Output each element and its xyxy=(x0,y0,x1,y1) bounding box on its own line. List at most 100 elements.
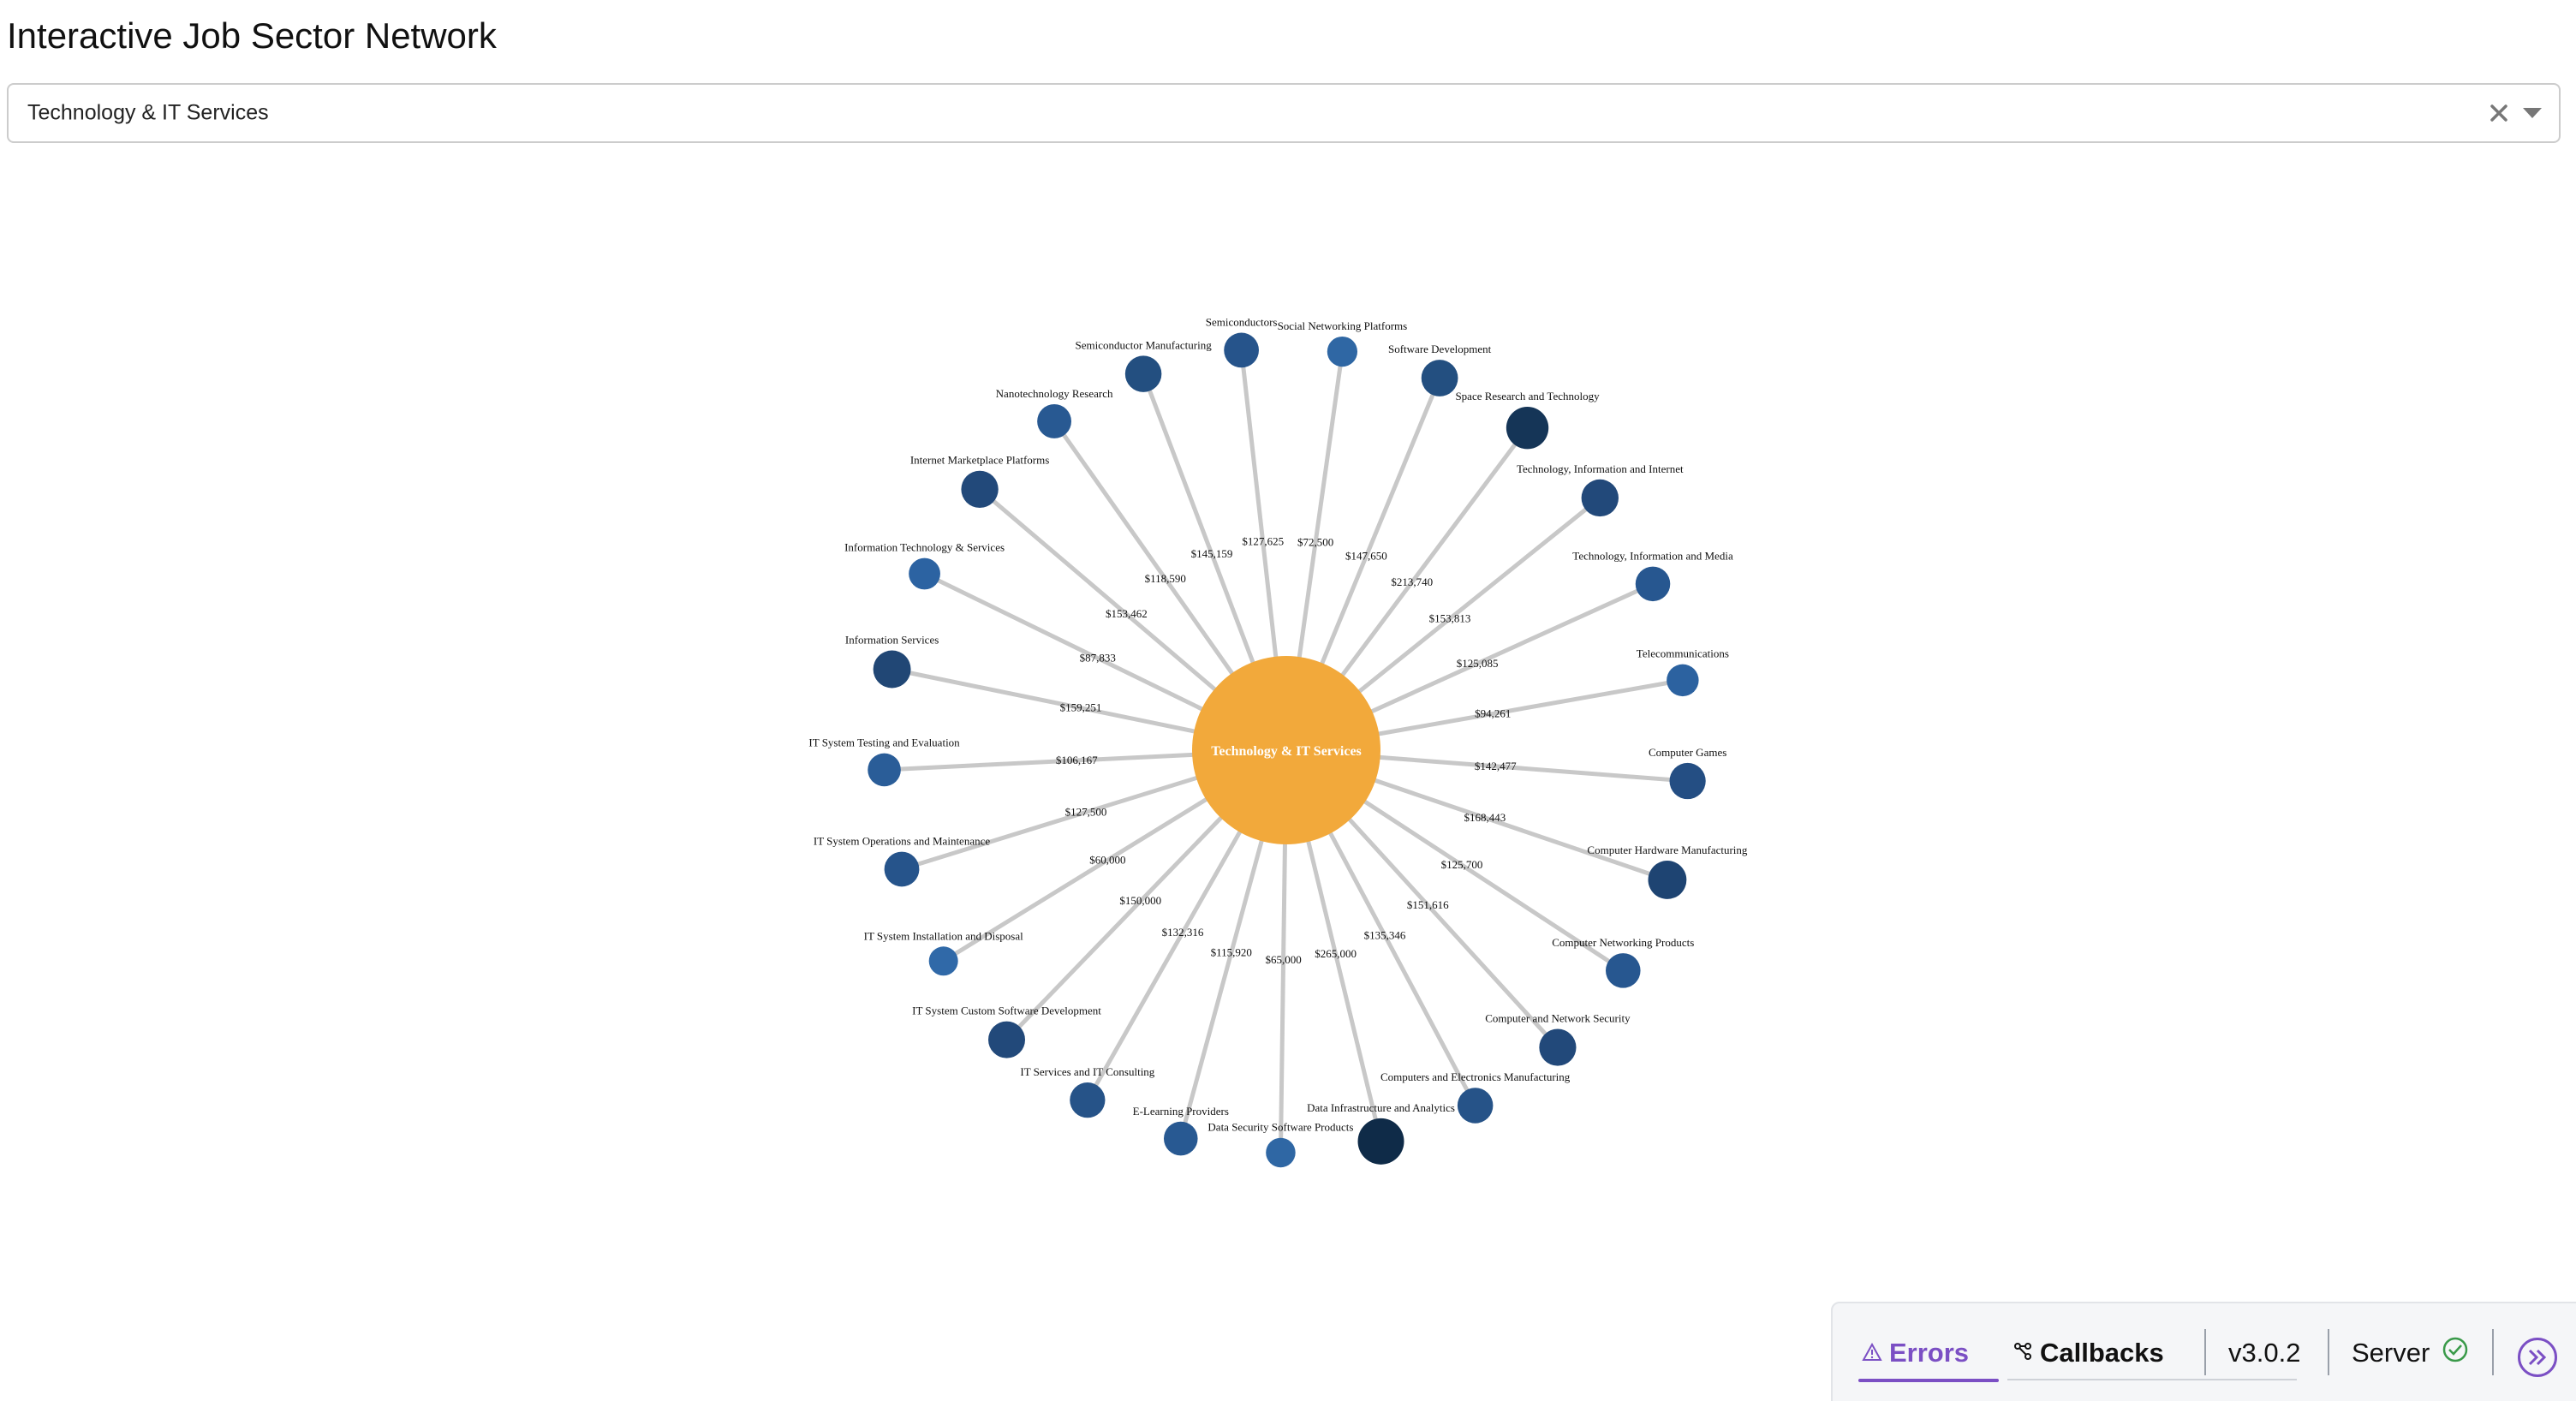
edge-salary-label: $145,159 xyxy=(1191,547,1233,560)
node-label: Space Research and Technology xyxy=(1455,390,1600,402)
callbacks-tab[interactable]: Callbacks xyxy=(2012,1303,2164,1401)
edge-salary-label: $125,700 xyxy=(1441,858,1483,871)
node-label: Computers and Electronics Manufacturing xyxy=(1380,1070,1571,1083)
node-label: IT System Custom Software Development xyxy=(912,1005,1101,1017)
close-icon[interactable] xyxy=(2487,101,2511,125)
node-label: Social Networking Platforms xyxy=(1278,319,1408,332)
version-label: v3.0.2 xyxy=(2228,1338,2301,1368)
node-label: Technology, Information and Media xyxy=(1572,550,1733,563)
edge-salary-label: $150,000 xyxy=(1119,894,1161,907)
edge-salary-label: $118,590 xyxy=(1145,572,1186,585)
double-chevron-right-icon[interactable] xyxy=(2518,1338,2557,1377)
edge-salary-label: $159,251 xyxy=(1060,701,1102,714)
network-node[interactable] xyxy=(1581,479,1619,517)
network-node[interactable] xyxy=(961,470,999,509)
edge-salary-label: $65,000 xyxy=(1265,953,1301,966)
network-node[interactable] xyxy=(909,557,940,590)
errors-tab-underline xyxy=(1858,1379,1999,1382)
network-node[interactable] xyxy=(1506,406,1549,450)
server-label: Server xyxy=(2352,1338,2430,1368)
edge-salary-label: $72,500 xyxy=(1297,535,1333,548)
divider xyxy=(2492,1329,2494,1375)
edge-salary-label: $147,650 xyxy=(1345,549,1387,562)
network-node[interactable] xyxy=(988,1021,1026,1058)
node-label: IT System Operations and Maintenance xyxy=(814,835,990,848)
node-label: Computer and Network Security xyxy=(1485,1011,1631,1024)
edge-salary-label: $127,625 xyxy=(1242,535,1284,548)
network-node[interactable] xyxy=(1648,861,1687,899)
network-node[interactable] xyxy=(884,851,920,887)
edge-salary-label: $60,000 xyxy=(1089,853,1125,866)
network-node[interactable] xyxy=(928,946,958,976)
node-label: IT System Testing and Evaluation xyxy=(808,736,960,749)
node-label: Data Infrastructure and Analytics xyxy=(1307,1101,1455,1114)
network-node[interactable] xyxy=(873,650,911,689)
page-title: Interactive Job Sector Network xyxy=(7,15,497,56)
node-label: Computer Games xyxy=(1649,746,1726,759)
node-label: Semiconductor Manufacturing xyxy=(1075,338,1212,351)
edge-salary-label: $142,477 xyxy=(1475,760,1517,772)
node-label: Nanotechnology Research xyxy=(996,387,1113,400)
edge-salary-label: $135,346 xyxy=(1364,928,1406,941)
network-node[interactable] xyxy=(1539,1028,1577,1066)
errors-label: Errors xyxy=(1889,1338,1970,1368)
network-node[interactable] xyxy=(868,753,901,787)
check-circle-icon xyxy=(2442,1336,2469,1370)
network-node[interactable] xyxy=(1605,953,1641,988)
edge-salary-label: $213,740 xyxy=(1391,575,1433,588)
edge-salary-label: $106,167 xyxy=(1056,754,1098,766)
node-label: Internet Marketplace Platforms xyxy=(910,454,1049,467)
edge-salary-label: $265,000 xyxy=(1315,947,1357,960)
caret-down-icon[interactable] xyxy=(2521,104,2543,122)
node-label: IT Services and IT Consulting xyxy=(1020,1065,1154,1078)
edge-salary-label: $151,616 xyxy=(1407,898,1449,911)
edge-salary-label: $153,813 xyxy=(1429,611,1471,624)
network-node[interactable] xyxy=(1357,1118,1404,1165)
node-label: Software Development xyxy=(1388,343,1492,355)
edge-salary-label: $115,920 xyxy=(1211,945,1252,958)
network-node[interactable] xyxy=(1070,1082,1106,1118)
debug-menu-bar: Errors Callbacks v3.0.2 Server xyxy=(1831,1302,2576,1401)
node-label: Telecommunications xyxy=(1637,647,1729,660)
center-node[interactable] xyxy=(1192,656,1380,844)
node-label: E-Learning Providers xyxy=(1133,1105,1229,1118)
network-node[interactable] xyxy=(1421,360,1458,396)
edge-salary-label: $153,462 xyxy=(1106,607,1148,620)
edge-salary-label: $94,261 xyxy=(1475,706,1511,719)
network-center: Technology & IT Services xyxy=(1192,656,1380,844)
sector-dropdown[interactable]: Technology & IT Services xyxy=(7,83,2561,143)
network-node[interactable] xyxy=(1224,332,1259,368)
edge-salary-label: $87,833 xyxy=(1080,652,1116,665)
node-label: Information Services xyxy=(845,634,939,647)
errors-tab[interactable]: Errors xyxy=(1862,1303,1969,1401)
node-label: Semiconductors xyxy=(1206,316,1278,329)
node-label: IT System Installation and Disposal xyxy=(864,929,1023,942)
network-node[interactable] xyxy=(1266,1137,1296,1168)
network-node[interactable] xyxy=(1457,1088,1494,1124)
edge-salary-label: $125,085 xyxy=(1457,657,1499,670)
server-status[interactable]: Server xyxy=(2352,1303,2476,1401)
divider xyxy=(2328,1329,2329,1375)
node-label: Computer Networking Products xyxy=(1552,936,1694,949)
edge-salary-label: $127,500 xyxy=(1065,805,1107,818)
edge-salary-label: $168,443 xyxy=(1464,811,1506,824)
callbacks-label: Callbacks xyxy=(2040,1338,2164,1368)
node-label: Computer Hardware Manufacturing xyxy=(1587,844,1747,856)
node-label: Information Technology & Services xyxy=(844,541,1005,554)
network-node[interactable] xyxy=(1635,566,1671,602)
network-node[interactable] xyxy=(1669,762,1706,800)
network-node[interactable] xyxy=(1327,336,1358,367)
divider xyxy=(2204,1329,2206,1375)
callbacks-icon xyxy=(2012,1338,2033,1368)
node-label: Data Security Software Products xyxy=(1208,1121,1353,1134)
callbacks-tab-underline xyxy=(2007,1379,2297,1380)
network-node[interactable] xyxy=(1037,404,1072,438)
network-node[interactable] xyxy=(1163,1121,1198,1156)
dropdown-selected-value: Technology & IT Services xyxy=(27,100,269,125)
warning-icon xyxy=(1862,1338,1882,1368)
network-node[interactable] xyxy=(1124,355,1162,392)
network-node[interactable] xyxy=(1667,664,1699,697)
node-label: Technology, Information and Internet xyxy=(1517,462,1684,475)
